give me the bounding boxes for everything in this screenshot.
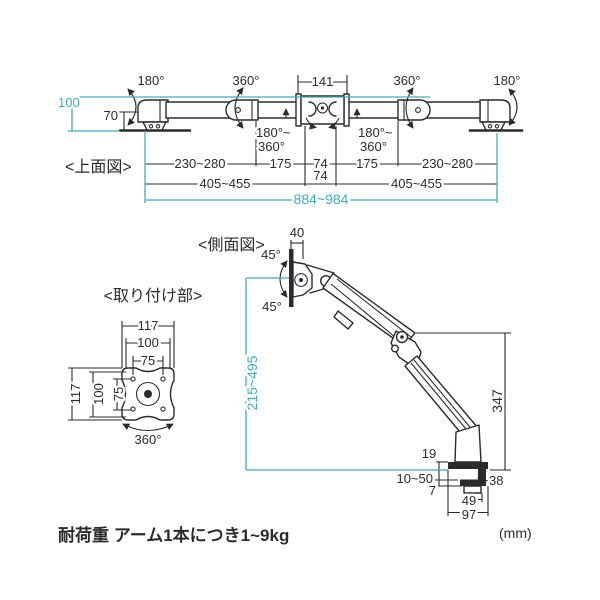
mount-dim-117-left: 117 bbox=[68, 384, 83, 405]
rot-range-right-1: 180°~ bbox=[358, 125, 393, 140]
load-capacity-note: 耐荷重 アーム1本につき1~9kg bbox=[58, 525, 289, 545]
dim-height-range: 215~495 bbox=[244, 355, 260, 410]
mount-dim-lines bbox=[68, 321, 175, 432]
dim-10-50: 10~50 bbox=[396, 471, 433, 486]
mount-angle-360: 360° bbox=[135, 432, 162, 447]
dim-97: 97 bbox=[462, 507, 476, 522]
mount-dim-117-top: 117 bbox=[138, 318, 159, 333]
dim-row1-5: 230~280 bbox=[422, 156, 473, 171]
mount-dim-75-left: 75 bbox=[111, 387, 126, 401]
mount-dim-100-left: 100 bbox=[91, 383, 106, 405]
angle-left-outer: 180° bbox=[138, 73, 165, 88]
angle-left-joint: 360° bbox=[233, 73, 260, 88]
right-elbow-clamp bbox=[479, 99, 511, 131]
angle-right-joint: 360° bbox=[394, 73, 421, 88]
top-view-title: <上面図> bbox=[65, 158, 132, 176]
vesa-plate-side bbox=[289, 249, 294, 307]
dim-row1-4: 175 bbox=[356, 156, 378, 171]
dim-100: 100 bbox=[58, 95, 80, 110]
dim-row2-2: 74 bbox=[313, 168, 327, 183]
unit-label: (mm) bbox=[499, 525, 532, 541]
top-view-drawing: <上面図> 180° 360° 141 360° 180° 180°~ 360°… bbox=[56, 72, 524, 210]
rot-range-right-2: 360° bbox=[360, 139, 387, 154]
top-view-extension-lines bbox=[118, 75, 497, 186]
dim-49: 49 bbox=[462, 493, 476, 508]
mount-dim-100-top: 100 bbox=[137, 335, 159, 350]
mount-dim-75-top: 75 bbox=[141, 353, 155, 368]
dim-70: 70 bbox=[104, 108, 118, 123]
side-view-dim-lines bbox=[279, 240, 511, 516]
dim-row2-3: 405~455 bbox=[391, 176, 442, 191]
left-joint bbox=[225, 99, 259, 121]
dim-total-width: 884~984 bbox=[294, 191, 349, 207]
dim-40: 40 bbox=[290, 225, 304, 240]
dim-141: 141 bbox=[312, 74, 334, 89]
mount-view-title: <取り付け部> bbox=[104, 287, 203, 305]
mount-plate-drawing: <取り付け部> 117 100 75 117 100 75 360° bbox=[66, 287, 203, 450]
angle-45-down: 45° bbox=[262, 299, 282, 314]
angle-right-outer: 180° bbox=[494, 73, 521, 88]
dim-row1-1: 230~280 bbox=[175, 156, 226, 171]
top-view-cyan-dims bbox=[68, 96, 498, 203]
vesa-plate-front bbox=[121, 367, 175, 421]
right-joint bbox=[397, 99, 431, 121]
desk-clamp bbox=[448, 462, 488, 494]
dim-7: 7 bbox=[429, 483, 436, 498]
dim-347: 347 bbox=[489, 389, 505, 413]
lower-arm bbox=[404, 355, 482, 463]
dim-row2-1: 405~455 bbox=[200, 176, 251, 191]
side-view-cyan-dims bbox=[245, 277, 448, 471]
rotation-arrows bbox=[127, 87, 518, 130]
angle-45-up: 45° bbox=[261, 247, 281, 262]
side-view-drawing: <側面図> 40 45° 45° 215~495 347 19 10~50 7 … bbox=[198, 223, 511, 525]
dim-row1-3: 74 bbox=[313, 156, 327, 171]
left-elbow-clamp bbox=[137, 99, 169, 131]
rot-range-left-1: 180°~ bbox=[256, 125, 291, 140]
dim-row1-2: 175 bbox=[270, 156, 292, 171]
footer: 耐荷重 アーム1本につき1~9kg (mm) bbox=[58, 525, 532, 545]
dim-19: 19 bbox=[422, 446, 436, 461]
dim-38: 38 bbox=[489, 473, 503, 488]
side-view-title: <側面図> bbox=[198, 236, 265, 254]
rot-range-left-2: 360° bbox=[258, 139, 285, 154]
center-hub bbox=[295, 93, 350, 127]
